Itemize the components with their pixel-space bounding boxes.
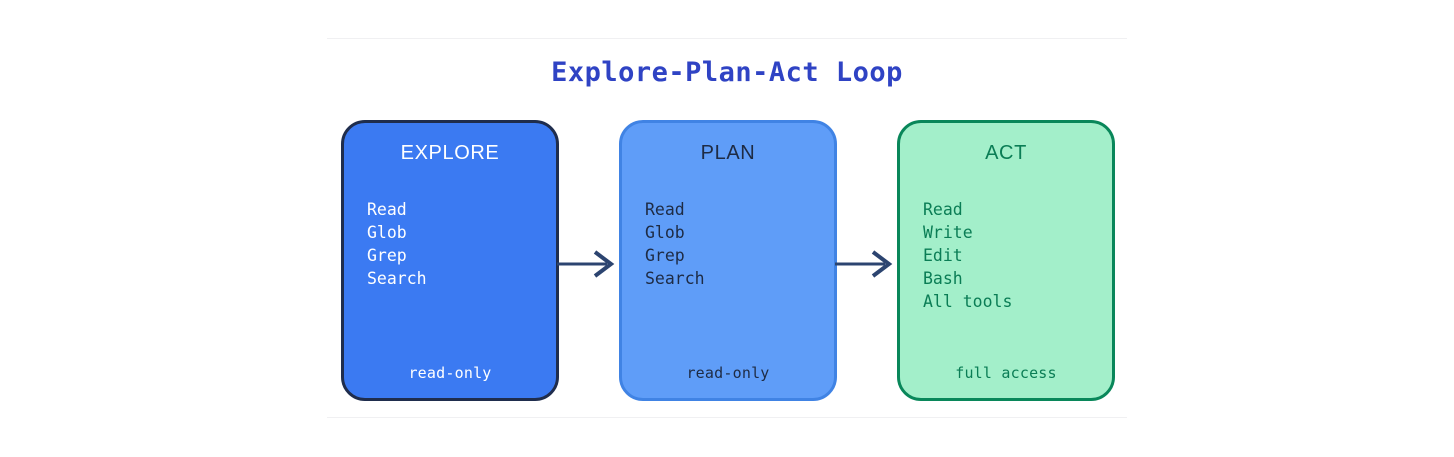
stage-tools-explore: Read Glob Grep Search bbox=[367, 200, 427, 288]
arrow-plan-to-act-icon bbox=[835, 246, 901, 282]
stage-footer-plan: read-only bbox=[686, 364, 770, 382]
stage-tools-act: Read Write Edit Bash All tools bbox=[923, 200, 1013, 311]
stage-box-explore[interactable]: EXPLORE Read Glob Grep Search read-only bbox=[341, 120, 559, 401]
stage-tools-plan: Read Glob Grep Search bbox=[645, 200, 705, 288]
container-bottom-rule bbox=[327, 417, 1127, 418]
stage-footer-act: full access bbox=[955, 364, 1057, 382]
stage-box-plan[interactable]: PLAN Read Glob Grep Search read-only bbox=[619, 120, 837, 401]
diagram-title: Explore-Plan-Act Loop bbox=[551, 57, 903, 88]
stage-title-plan: PLAN bbox=[700, 142, 756, 164]
stage-title-explore: EXPLORE bbox=[400, 142, 500, 164]
arrow-explore-to-plan-icon bbox=[557, 246, 623, 282]
stage-box-act[interactable]: ACT Read Write Edit Bash All tools full … bbox=[897, 120, 1115, 401]
container-top-rule bbox=[327, 38, 1127, 39]
stage-footer-explore: read-only bbox=[408, 364, 492, 382]
stage-title-act: ACT bbox=[985, 142, 1027, 164]
